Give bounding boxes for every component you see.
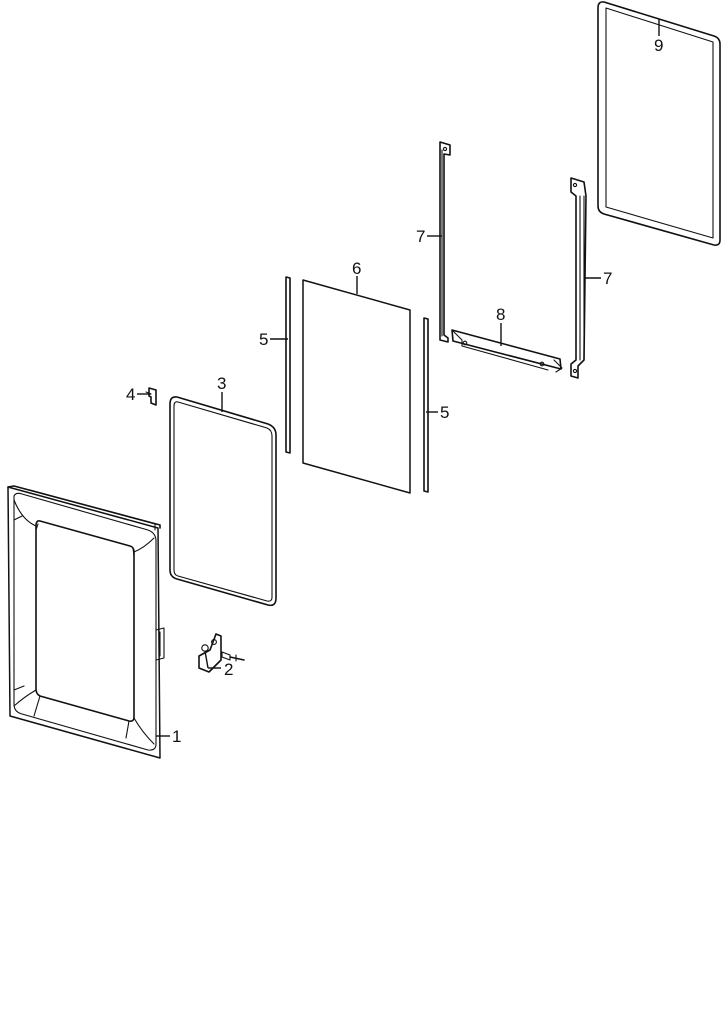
- callout-1: 1: [172, 727, 181, 746]
- callout-2: 2: [224, 660, 233, 679]
- callout-4: 4: [126, 385, 135, 404]
- leader-2: [204, 650, 209, 669]
- callout-5-right: 5: [440, 403, 449, 422]
- callout-6: 6: [352, 259, 361, 278]
- part-5-seal-left: [285, 276, 291, 454]
- part-3-gasket: [169, 396, 277, 607]
- part-8-bracket: [451, 329, 563, 373]
- part-1-door-panel: [7, 485, 165, 759]
- leader-lines: [137, 19, 660, 737]
- callout-7-left: 7: [416, 227, 425, 246]
- part-7-rail-left: [439, 141, 451, 343]
- callout-5-left: 5: [259, 330, 268, 349]
- callout-9: 9: [654, 36, 663, 55]
- part-4-clip: [145, 387, 157, 406]
- part-7-rail-right: [570, 177, 587, 379]
- callout-8: 8: [496, 305, 505, 324]
- callout-3: 3: [217, 374, 226, 393]
- part-5-seal-right: [423, 317, 429, 493]
- callout-labels: 9 7 7 8 6 5 5 3 4 2 1: [126, 36, 663, 746]
- callout-7-right: 7: [603, 269, 612, 288]
- part-9-outer-frame: [597, 1, 721, 246]
- part-6-glass-pane: [302, 279, 411, 494]
- part-2-hinge-bracket: [198, 633, 245, 673]
